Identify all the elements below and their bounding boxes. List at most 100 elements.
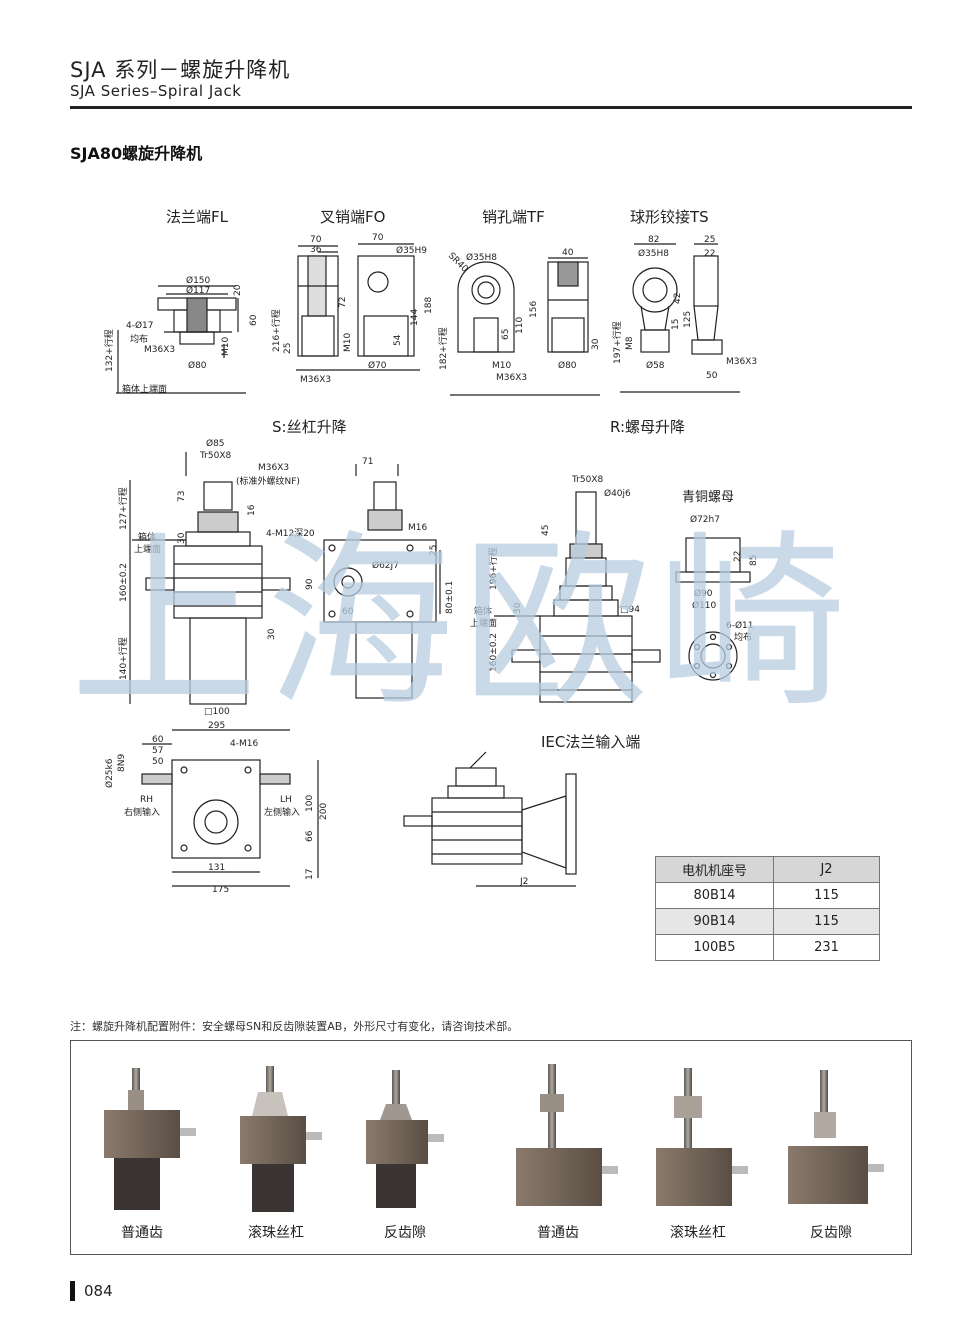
dim-s-d73: 73	[177, 491, 187, 502]
dim-s-d85: Ø85	[206, 438, 225, 449]
dim-t-lh: LH	[280, 795, 292, 805]
dim-fo-d72: 72	[338, 297, 348, 308]
dim-fo-d70-right: 70	[372, 233, 384, 243]
dim-t-d60: 60	[152, 735, 164, 745]
end-type-tf-label: 销孔端TF	[482, 208, 545, 226]
end-type-fl-label: 法兰端FL	[166, 208, 228, 226]
dim-fl-d150: Ø150	[186, 275, 211, 286]
header-title-en: SJA Series–Spiral Jack	[70, 82, 242, 100]
dim-fo-d35h9: Ø35H9	[396, 245, 427, 256]
dim-r-d196: 196+行程	[487, 547, 499, 590]
dim-tf-d110: 110	[515, 317, 525, 334]
dim-tf-d156: 156	[529, 301, 539, 318]
drawing-fork-end	[296, 243, 420, 371]
dim-fo-m10: M10	[343, 333, 353, 352]
dim-tf-d40: 40	[562, 248, 574, 258]
dim-fl-d4017: 4-Ø17	[126, 320, 154, 331]
dim-s-d127: 127+行程	[117, 487, 129, 530]
dim-s-m16: M16	[408, 523, 427, 533]
dim-r-d40j6: Ø40j6	[604, 488, 631, 499]
dim-s-d60b: 60	[342, 607, 354, 617]
dim-t-d100: 100	[305, 795, 315, 812]
table-cell: 90B14	[655, 908, 774, 935]
dim-s-d62j7: Ø62J7	[372, 560, 399, 571]
table-row: 90B14 115	[655, 908, 880, 935]
dim-r-sq94: □94	[620, 605, 640, 615]
dim-fl-d20: 20	[233, 284, 243, 296]
dim-t-d131: 131	[208, 863, 225, 873]
dim-t-d50: 50	[152, 757, 164, 767]
dim-s-d16: 16	[247, 504, 257, 516]
dim-ts-d25: 25	[704, 235, 715, 245]
dim-fl-m10: M10	[221, 337, 231, 356]
dim-r-d22b: 22	[733, 551, 743, 562]
drawing-iec-flange	[403, 751, 577, 887]
dim-ts-d15: 15	[671, 319, 681, 330]
technical-drawings: Ø150 Ø117 20 4-Ø17 均布 M36X3 60 M10 Ø80 1…	[103, 233, 759, 895]
dim-s-box-1: 箱体	[138, 531, 156, 543]
dim-t-d200: 200	[319, 803, 329, 820]
dim-r-d6011: 6-Ø11	[726, 620, 754, 631]
dim-ts-d35h8b: Ø35H8	[638, 248, 669, 259]
dim-ts-d58: Ø58	[646, 360, 665, 371]
dim-t-d8n9: 8N9	[117, 754, 127, 772]
dim-fo-d70: 70	[310, 235, 322, 245]
product-photo-2	[240, 1066, 322, 1212]
end-type-fo-label: 叉销端FO	[320, 208, 386, 226]
drawing-flange-end	[116, 285, 246, 394]
dim-s-d25: 25	[429, 545, 439, 556]
product-photo-5	[656, 1068, 748, 1206]
table-cell: 115	[773, 908, 880, 935]
dim-r-d72h7: Ø72h7	[690, 514, 720, 525]
product-photo-6	[788, 1070, 884, 1204]
page-number: 084	[84, 1282, 113, 1300]
table-header-j2: J2	[773, 856, 880, 883]
dim-tf-d30: 30	[591, 338, 601, 350]
dim-tf-d35h8: Ø35H8	[466, 252, 497, 263]
dim-fl-d80: Ø80	[188, 360, 207, 371]
table-row: 80B14 115	[655, 882, 880, 909]
dim-fo-d36: 36	[310, 245, 322, 255]
dim-r-tr50x8: Tr50X8	[571, 475, 603, 485]
dim-tf-d182: 182+行程	[437, 327, 449, 370]
dim-ts-d197: 197+行程	[611, 321, 623, 364]
dim-s-std-thread: (标准外螺纹NF)	[236, 475, 300, 487]
dim-s-m12: 4-M12深20	[266, 528, 315, 539]
dim-t-d57: 57	[152, 746, 163, 756]
dim-t-rh-cn: 右侧输入	[124, 806, 160, 818]
dim-t-rh: RH	[140, 795, 153, 805]
dim-ts-m36x3: M36X3	[726, 357, 757, 367]
page-number-bar	[70, 1281, 75, 1301]
dim-t-d17: 17	[305, 869, 315, 880]
dim-r-evenly: 均布	[734, 631, 752, 643]
dim-tf-d80b: Ø80	[558, 360, 577, 371]
watermark: 上海欧崎	[70, 514, 854, 733]
dim-fl-d132: 132+行程	[103, 329, 115, 372]
dim-t-d66: 66	[305, 830, 315, 842]
product-photos	[104, 1064, 884, 1212]
product-photo-strip	[70, 1040, 912, 1255]
dim-t-4m16: 4-M16	[230, 739, 258, 749]
dim-iec-j2: J2	[519, 877, 528, 887]
table-row: 100B5 231	[655, 934, 880, 961]
dim-r-d45: 45	[541, 525, 551, 536]
photo-caption-5: 滚珠丝杠	[670, 1225, 726, 1241]
dim-r-d85b: 85	[749, 555, 759, 566]
end-type-ts-label: 球形铰接TS	[630, 208, 709, 226]
motor-frame-table: 电机机座号 J2 80B14 115 90B14 115 100B5 231	[655, 856, 880, 961]
dim-s-d30b: 30	[267, 628, 277, 640]
dim-s-box-2: 上端面	[134, 543, 161, 555]
dim-fl-evenly: 均布	[130, 333, 148, 345]
dim-ts-d22: 22	[704, 249, 715, 259]
dim-fl-m36x3: M36X3	[144, 345, 175, 355]
dim-fo-d70b: Ø70	[368, 360, 387, 371]
table-cell: 80B14	[655, 882, 774, 909]
dim-t-lh-cn: 左侧输入	[264, 806, 300, 818]
dim-fo-d25: 25	[283, 343, 293, 354]
product-photo-4	[516, 1064, 618, 1206]
dim-s-d160: 160±0.2	[119, 563, 129, 602]
dim-ts-d42: 42	[673, 293, 683, 304]
dim-ts-d125: 125	[683, 311, 693, 328]
table-cell: 100B5	[655, 934, 774, 961]
footnote: 注：螺旋升降机配置附件：安全螺母SN和反齿隙装置AB，外形尺寸有变化，请咨询技术…	[70, 1020, 519, 1033]
